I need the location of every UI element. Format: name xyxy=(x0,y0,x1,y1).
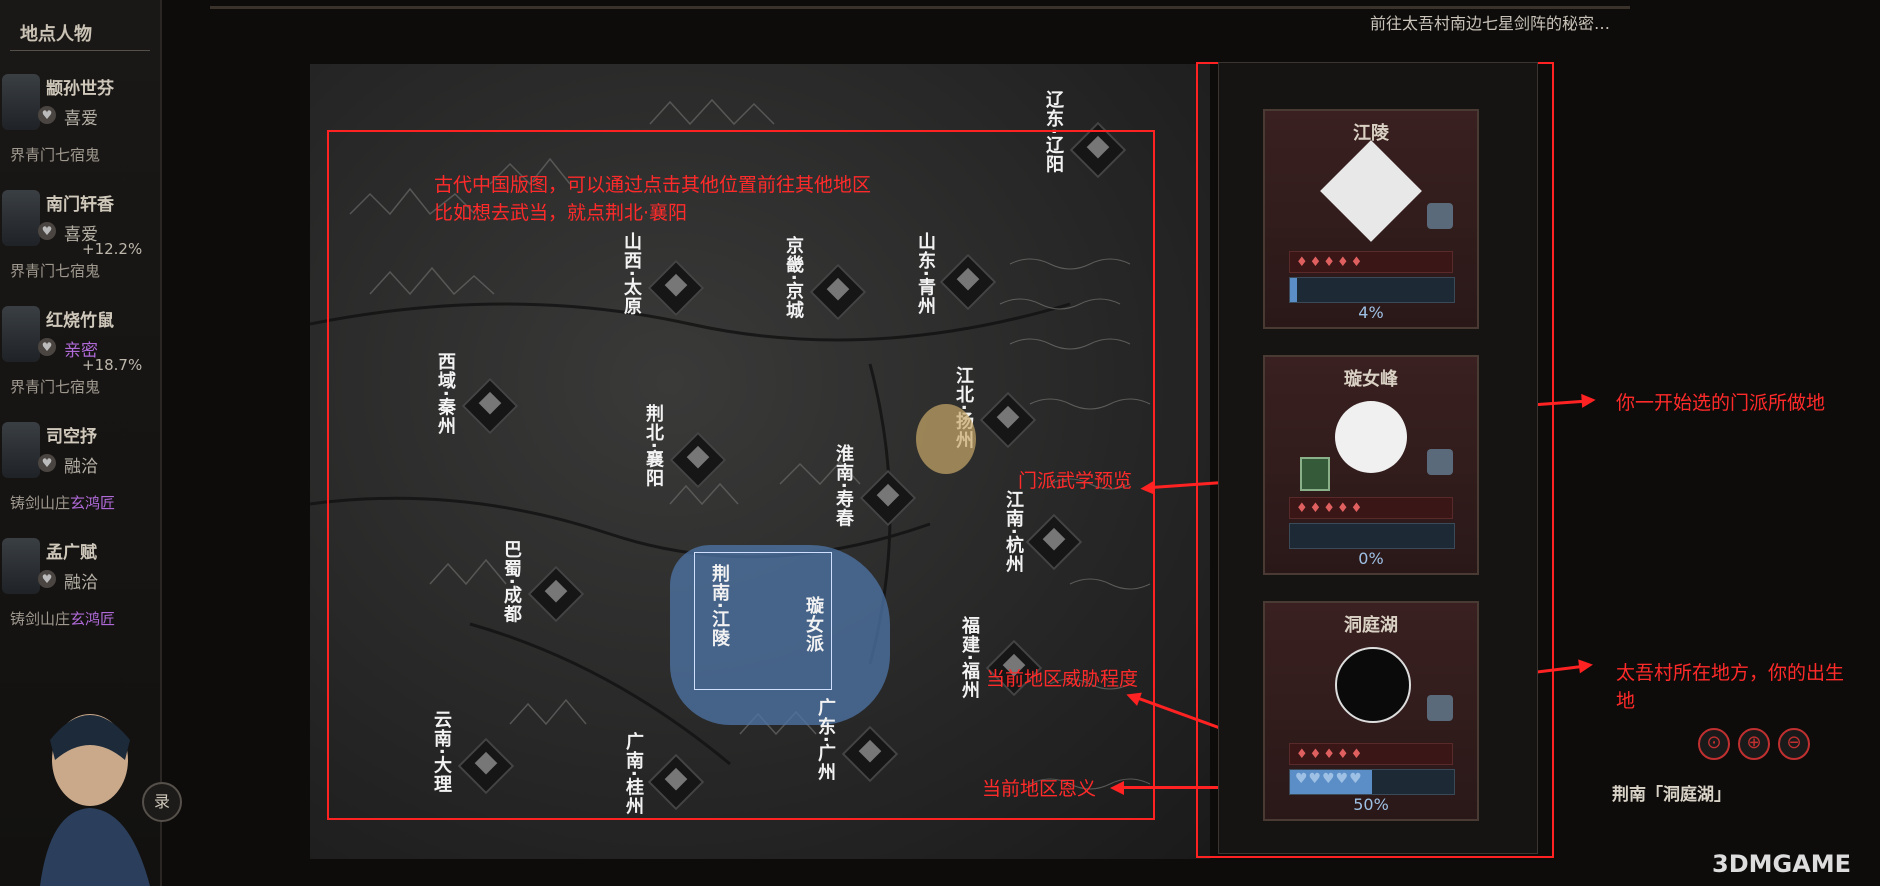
relation-text: 融洽 xyxy=(64,457,98,477)
sect-text: 界青门七宿鬼 xyxy=(10,378,101,396)
relation-change: +18.7% xyxy=(82,356,143,374)
traveler-icon xyxy=(916,404,976,474)
region-guangnan[interactable]: 广南·桂州 xyxy=(623,732,644,816)
card-title: 璇女峰 xyxy=(1344,369,1398,390)
horse-icon[interactable] xyxy=(1427,203,1453,229)
top-divider xyxy=(210,6,1630,9)
birthplace-note-1: 太吾村所在地方，你的出生 xyxy=(1616,662,1845,684)
avatar xyxy=(2,538,40,594)
relation-text: 喜爱 xyxy=(64,225,98,245)
region-shanxi[interactable]: 山西·太原 xyxy=(621,232,642,316)
character-item[interactable]: 颛孙世芬 ♥ 喜爱 界青门七宿鬼 xyxy=(0,62,150,172)
region-yunnan[interactable]: 云南·大理 xyxy=(431,710,452,794)
region-card-jiangling[interactable]: 江陵 ♦♦♦♦♦ 4% xyxy=(1263,109,1479,329)
map-annotation-box xyxy=(327,130,1155,820)
character-name: 红烧竹鼠 xyxy=(46,311,114,331)
righteousness-note: 当前地区恩义 xyxy=(982,778,1097,800)
relation-text: 亲密 xyxy=(64,341,98,361)
world-map[interactable] xyxy=(310,64,1210,859)
horse-icon[interactable] xyxy=(1427,449,1453,475)
card-title: 洞庭湖 xyxy=(1344,615,1398,636)
avatar xyxy=(2,422,40,478)
threat-note: 当前地区威胁程度 xyxy=(986,668,1139,690)
progress-label: 4% xyxy=(1358,303,1384,322)
panel-title: 地点人物 xyxy=(20,24,92,45)
watermark: 3DMGAME xyxy=(1712,850,1852,878)
sect-text: 界青门七宿鬼 xyxy=(10,262,101,280)
righteousness-hearts: ♥♥♥♥♥ xyxy=(1295,771,1363,787)
region-bashu[interactable]: 巴蜀·成都 xyxy=(501,540,522,624)
region-xuannv[interactable]: 璇女派 xyxy=(803,596,824,653)
region-guangdong[interactable]: 广东·广州 xyxy=(815,698,836,782)
region-card-xuannvfeng[interactable]: 璇女峰 ♦♦♦♦♦ 0% xyxy=(1263,355,1479,575)
sect-text: 铸剑山庄玄鸿匠 xyxy=(10,494,116,512)
region-jingbei[interactable]: 荆北·襄阳 xyxy=(643,404,664,488)
progress-label: 50% xyxy=(1353,795,1389,814)
birthplace-note-2: 地 xyxy=(1616,690,1636,712)
village-icon xyxy=(1335,647,1411,723)
character-item[interactable]: 南门轩香 ♥ 喜爱 +12.2% 界青门七宿鬼 xyxy=(0,178,150,288)
progress-fill xyxy=(1290,278,1297,302)
region-fujian[interactable]: 福建·福州 xyxy=(959,616,980,700)
mountain-icon xyxy=(1320,140,1422,242)
relation-change: +12.2% xyxy=(82,240,143,258)
sect-emblem-icon xyxy=(1335,401,1407,473)
progress-bar xyxy=(1289,277,1455,303)
region-card-dongtinghu[interactable]: 洞庭湖 ♦♦♦♦♦ ♥♥♥♥♥ 50% xyxy=(1263,601,1479,821)
region-xiyu[interactable]: 西域·秦州 xyxy=(435,352,456,436)
current-location-label: 荆南「洞庭湖」 xyxy=(1612,785,1731,805)
map-note-1: 古代中国版图，可以通过点击其他位置前往其他地区 xyxy=(434,174,872,196)
region-jingji[interactable]: 京畿·京城 xyxy=(783,236,804,320)
progress-bar xyxy=(1289,769,1455,795)
heart-icon: ♥ xyxy=(38,106,56,124)
selection-box xyxy=(694,552,832,690)
panel-header: 地点人物 xyxy=(10,14,150,51)
threat-meter: ♦♦♦♦♦ xyxy=(1289,743,1453,765)
heart-icon: ♥ xyxy=(38,338,56,356)
region-jiangnan[interactable]: 江南·杭州 xyxy=(1003,490,1024,574)
zoom-out-button[interactable]: ⊖ xyxy=(1778,728,1810,760)
heart-icon: ♥ xyxy=(38,570,56,588)
region-huainan[interactable]: 淮南·寿春 xyxy=(833,444,854,528)
martial-preview-icon[interactable] xyxy=(1300,457,1330,491)
martial-note: 门派武学预览 xyxy=(1018,470,1133,492)
character-name: 颛孙世芬 xyxy=(46,79,114,99)
horse-icon[interactable] xyxy=(1427,695,1453,721)
character-name: 孟广赋 xyxy=(46,543,97,563)
character-item[interactable]: 孟广赋 ♥ 融洽 铸剑山庄玄鸿匠 xyxy=(0,526,150,636)
region-jingnan[interactable]: 荆南·江陵 xyxy=(709,564,730,648)
progress-bar xyxy=(1289,523,1455,549)
heart-icon: ♥ xyxy=(38,454,56,472)
sect-text: 界青门七宿鬼 xyxy=(10,146,101,164)
record-button[interactable]: 录 xyxy=(142,782,182,822)
sect-origin-note: 你一开始选的门派所做地 xyxy=(1616,392,1826,414)
avatar xyxy=(2,190,40,246)
character-name: 司空抒 xyxy=(46,427,97,447)
threat-meter: ♦♦♦♦♦ xyxy=(1289,497,1453,519)
map-note-2: 比如想去武当，就点荆北·襄阳 xyxy=(434,202,688,224)
threat-meter: ♦♦♦♦♦ xyxy=(1289,251,1453,273)
avatar xyxy=(2,74,40,130)
sect-text: 铸剑山庄玄鸿匠 xyxy=(10,610,116,628)
relation-text: 喜爱 xyxy=(64,109,98,129)
locate-button[interactable]: ⊙ xyxy=(1698,728,1730,760)
progress-label: 0% xyxy=(1358,549,1384,568)
relation-text: 融洽 xyxy=(64,573,98,593)
character-item[interactable]: 司空抒 ♥ 融洽 铸剑山庄玄鸿匠 xyxy=(0,410,150,520)
region-detail-panel: 江陵 ♦♦♦♦♦ 4% 璇女峰 ♦♦♦♦♦ 0% 洞庭湖 ♦♦♦♦♦ ♥♥♥♥♥… xyxy=(1218,62,1538,854)
heart-icon: ♥ xyxy=(38,222,56,240)
player-portrait xyxy=(40,714,150,886)
card-title: 江陵 xyxy=(1353,123,1389,144)
progress-fill xyxy=(1290,770,1372,794)
avatar xyxy=(2,306,40,362)
quest-hint: 前往太吾村南边七星剑阵的秘密… xyxy=(1370,14,1611,33)
zoom-in-button[interactable]: ⊕ xyxy=(1738,728,1770,760)
region-shandong[interactable]: 山东·青州 xyxy=(915,232,936,316)
current-region-highlight xyxy=(670,545,890,725)
character-name: 南门轩香 xyxy=(46,195,114,215)
character-item[interactable]: 红烧竹鼠 ♥ 亲密 +18.7% 界青门七宿鬼 xyxy=(0,294,150,404)
